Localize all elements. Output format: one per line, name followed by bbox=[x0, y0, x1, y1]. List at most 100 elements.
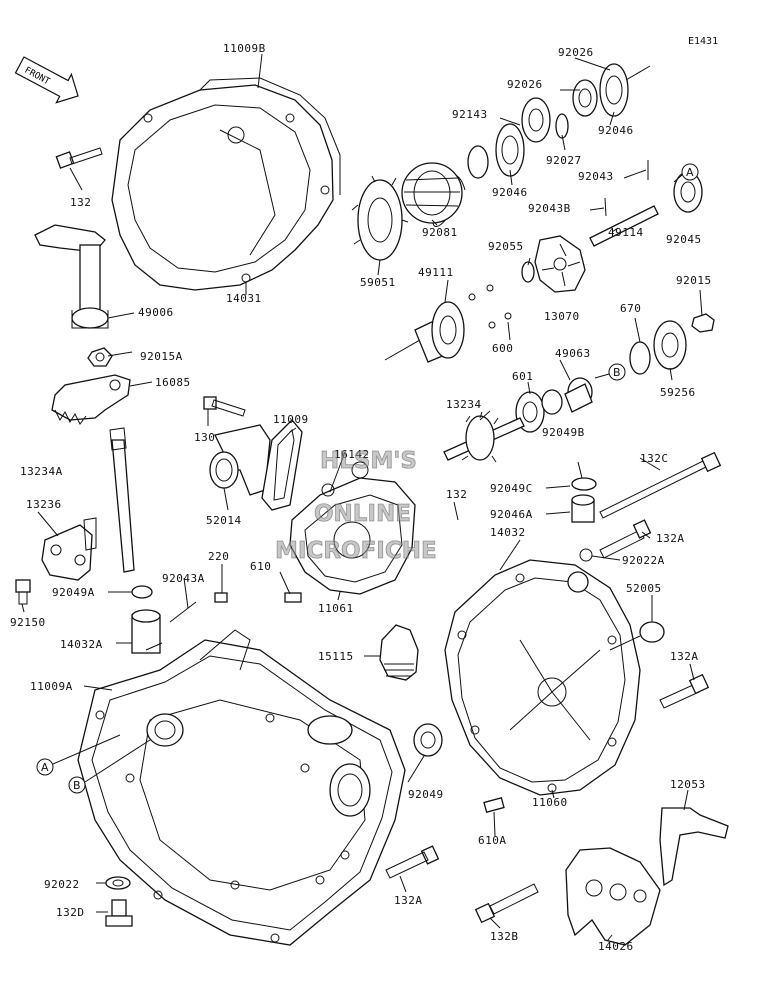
leader-lines bbox=[21, 57, 703, 941]
shift-lever-bracket-part bbox=[41, 517, 97, 581]
part-label: 92026 bbox=[507, 78, 543, 91]
part-label: 92043 bbox=[578, 170, 614, 183]
reference-marker-b: B bbox=[68, 776, 86, 794]
bolt-part bbox=[214, 592, 228, 603]
nut-part bbox=[691, 313, 715, 333]
part-label: 59051 bbox=[360, 276, 396, 289]
part-label: 92143 bbox=[452, 108, 488, 121]
part-label: 132D bbox=[56, 906, 85, 919]
part-label: 92049A bbox=[52, 586, 95, 599]
oil-filler-cap-part bbox=[379, 624, 419, 681]
impeller-gear-part bbox=[653, 320, 687, 370]
oil-seal-part bbox=[131, 585, 153, 599]
bolt-part bbox=[659, 673, 710, 709]
part-label: 92045 bbox=[666, 233, 702, 246]
part-label: 11009B bbox=[223, 42, 266, 55]
part-label: 132A bbox=[656, 532, 685, 545]
pin-part bbox=[169, 601, 197, 623]
svg-text:A: A bbox=[686, 166, 694, 179]
oil-seal-part bbox=[571, 477, 597, 491]
shift-shaft-rod-part bbox=[109, 427, 135, 573]
water-pump-impeller-part bbox=[534, 235, 586, 293]
part-label: 13234 bbox=[446, 398, 482, 411]
part-label: 92049C bbox=[490, 482, 533, 495]
part-label: 16085 bbox=[155, 376, 191, 389]
bolt-part bbox=[15, 579, 31, 605]
dowel-pin-part bbox=[483, 797, 505, 813]
right-crankcase-cover-part bbox=[77, 629, 406, 946]
part-label: 670 bbox=[620, 302, 641, 315]
ring-part bbox=[555, 113, 569, 139]
part-label: 92043B bbox=[528, 202, 571, 215]
reference-marker-a: A bbox=[36, 758, 54, 776]
part-label: 92022 bbox=[44, 878, 80, 891]
part-label: 14031 bbox=[226, 292, 262, 305]
chain-guard-part bbox=[565, 847, 661, 946]
gear-shaft-part bbox=[443, 411, 525, 463]
thrust-bearing-part bbox=[599, 63, 629, 117]
spring-seat-part bbox=[467, 145, 489, 179]
part-label: 11061 bbox=[318, 602, 354, 615]
shift-cam-part bbox=[51, 374, 131, 425]
bolt-part bbox=[599, 451, 722, 519]
bolt-part bbox=[474, 883, 539, 924]
bolt-part bbox=[55, 147, 103, 169]
front-arrow-icon: FRONT bbox=[14, 56, 79, 104]
part-label: 52005 bbox=[626, 582, 662, 595]
nut-part bbox=[87, 347, 113, 367]
water-pump-shaft-gear-part bbox=[384, 301, 465, 363]
part-label: 600 bbox=[492, 342, 513, 355]
thrust-bearing-part bbox=[495, 123, 525, 177]
part-label: 14032A bbox=[60, 638, 103, 651]
o-ring-part bbox=[521, 261, 535, 283]
impeller-gear-part bbox=[351, 175, 409, 261]
reference-marker-a: A bbox=[681, 163, 699, 181]
part-label: 610 bbox=[250, 560, 271, 573]
part-label: 92015A bbox=[140, 350, 183, 363]
part-label: 92022A bbox=[622, 554, 665, 567]
part-label: 16142 bbox=[334, 448, 370, 461]
clutch-inner-cover-part bbox=[444, 559, 641, 796]
part-label: 601 bbox=[512, 370, 533, 383]
part-label: 132B bbox=[490, 930, 519, 943]
part-label: 92026 bbox=[558, 46, 594, 59]
part-label: 132A bbox=[394, 894, 423, 907]
bolt-part bbox=[385, 845, 440, 879]
svg-text:B: B bbox=[73, 779, 81, 792]
bracket-part bbox=[659, 807, 729, 887]
clutch-cover-part bbox=[111, 77, 341, 291]
part-label: 220 bbox=[208, 550, 229, 563]
pump-shaft-part bbox=[589, 205, 659, 247]
reference-marker-b: B bbox=[608, 363, 626, 381]
watermark-line: MICROFICHE bbox=[275, 538, 437, 564]
part-label: 92049 bbox=[408, 788, 444, 801]
part-label: 14026 bbox=[598, 940, 634, 953]
washer-part bbox=[572, 79, 598, 117]
part-label: 92046 bbox=[492, 186, 528, 199]
part-label: 132A bbox=[670, 650, 699, 663]
circlip-part bbox=[629, 341, 651, 375]
water-pump-cover-part bbox=[289, 461, 416, 595]
part-label: 92046A bbox=[490, 508, 533, 521]
part-label: 92046 bbox=[598, 124, 634, 137]
part-label: 49063 bbox=[555, 347, 591, 360]
part-label: 49114 bbox=[608, 226, 644, 239]
part-label: 132C bbox=[640, 452, 669, 465]
bolt-part bbox=[203, 396, 246, 417]
part-label: 49006 bbox=[138, 306, 174, 319]
part-label: 59256 bbox=[660, 386, 696, 399]
part-label: 92015 bbox=[676, 274, 712, 287]
part-label: 11060 bbox=[532, 796, 568, 809]
part-label: 12053 bbox=[670, 778, 706, 791]
tube-fitting-part bbox=[131, 609, 161, 654]
washer-part bbox=[541, 389, 563, 415]
watermark-line: HLSM'S bbox=[320, 448, 417, 474]
part-label: 11009 bbox=[273, 413, 309, 426]
washer-part bbox=[521, 97, 551, 143]
part-label: 49111 bbox=[418, 266, 454, 279]
watermark: HLSM'S ONLINE MICROFICHE bbox=[275, 448, 438, 565]
plug-part bbox=[639, 621, 665, 643]
svg-text:A: A bbox=[41, 761, 49, 774]
part-label: 52014 bbox=[206, 514, 242, 527]
